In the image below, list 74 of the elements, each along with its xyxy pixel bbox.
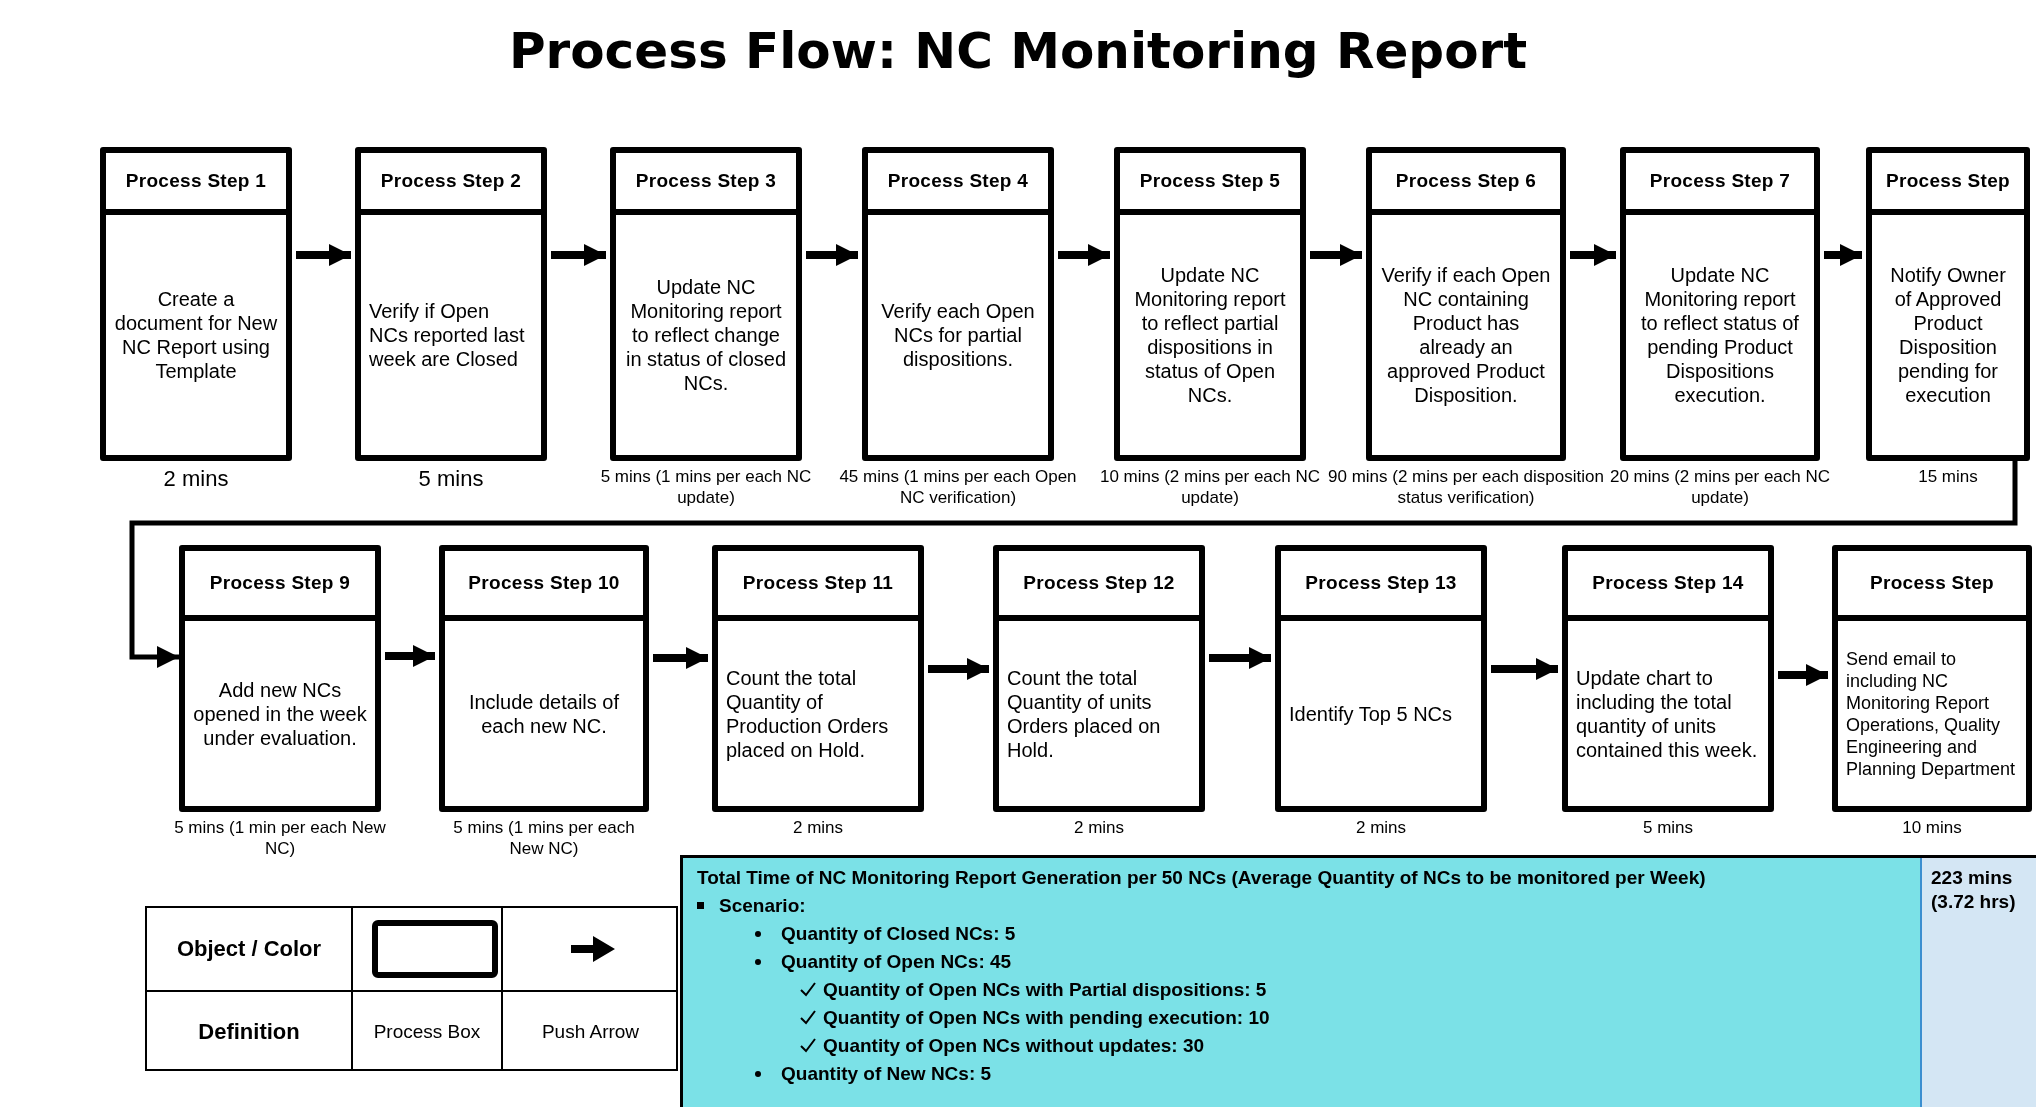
process-box [1275, 545, 1487, 812]
legend-label: Push Arrow [540, 1019, 641, 1044]
step-description: Create a document for New NC Report using Template [114, 287, 278, 383]
table-header: Definition [197, 1019, 301, 1044]
step-description: Include details of each new NC. [467, 689, 621, 738]
duration-label: 10 mins [1901, 817, 1963, 838]
process-box [712, 545, 924, 812]
duration-label: 5 mins [1641, 817, 1695, 838]
step-title: Process Step [1886, 170, 2010, 192]
total-value: 223 mins (3.72 hrs) [1931, 866, 2017, 914]
step-description: Add new NCs opened in the week under evaluation. [193, 677, 367, 750]
step-title: Process Step 13 [1305, 572, 1457, 594]
process-box [1366, 147, 1566, 461]
summary-heading: Total Time of NC Monitoring Report Generation per 50 NCs (Average Quantity of NCs to be monitored per Week) [697, 866, 1706, 890]
process-box [862, 147, 1054, 461]
process-box [1114, 147, 1306, 461]
step-description: Send email to including NC Monitoring Report Operations, Quality Engineering and Planning Department [1846, 647, 2017, 780]
process-box [1620, 147, 1820, 461]
step-description: Count the total Quantity of units Orders placed on Hold. [1007, 665, 1162, 762]
duration-label: 2 mins [1072, 817, 1126, 838]
process-box [610, 147, 802, 461]
diagram-title: Process Flow: NC Monitoring Report [507, 22, 1529, 80]
duration-label: 10 mins (2 mins per each NC update) [1098, 466, 1322, 508]
legend-label: Process Box [372, 1019, 482, 1044]
duration-label: 5 mins (1 mins per each New NC) [452, 817, 636, 859]
step-description: Update NC Monitoring report to reflect partial dispositions in status of Open NCs. [1133, 263, 1287, 407]
step-description: Count the total Quantity of Production Orders placed on Hold. [726, 665, 890, 762]
step-description: Identify Top 5 NCs [1289, 701, 1454, 726]
duration-label: 45 mins (1 mins per each Open NC verification) [838, 466, 1078, 508]
duration-label: 2 mins [1354, 817, 1408, 838]
step-title: Process Step 2 [380, 170, 522, 192]
process-box [1832, 545, 2032, 812]
step-title: Process Step 4 [887, 170, 1029, 192]
push-arrow [129, 461, 2018, 668]
step-description: Verify if Open NCs reported last week are Closed [369, 299, 526, 371]
duration-label: 15 mins [1917, 466, 1979, 487]
step-title: Process Step 5 [1139, 170, 1281, 192]
duration-label: 2 mins [791, 817, 845, 838]
step-description: Verify if each Open NC containing Product has already an approved Product Disposition. [1380, 263, 1552, 407]
step-title: Process Step 6 [1395, 170, 1537, 192]
step-title: Process Step 11 [742, 572, 894, 594]
process-box [439, 545, 649, 812]
process-box [355, 147, 547, 461]
step-description: Update chart to including the total quantity of units contained this week. [1576, 665, 1759, 762]
process-box [179, 545, 381, 812]
step-description: Update NC Monitoring report to reflect status of pending Product Dispositions execution. [1640, 263, 1800, 407]
process-box [100, 147, 292, 461]
duration-label: 5 mins (1 mins per each NC update) [599, 466, 813, 508]
duration-label: 2 mins [162, 466, 230, 492]
step-title: Process Step 3 [635, 170, 777, 192]
step-description: Update NC Monitoring report to reflect change in status of closed NCs. [624, 275, 788, 395]
step-title: Process Step 14 [1592, 572, 1744, 594]
step-description: Notify Owner of Approved Product Disposition pending for execution [1889, 263, 2007, 407]
process-box [1866, 147, 2030, 461]
scenario-item: Quantity of Closed NCs: 5 [781, 922, 1016, 946]
table-header: Object / Color [175, 937, 323, 961]
step-title: Process Step 10 [468, 572, 620, 594]
step-title: Process Step [1870, 572, 1994, 594]
scenario-item: Scenario: [719, 894, 806, 918]
scenario-item: Quantity of Open NCs with pending execution: 10 [823, 1006, 1270, 1030]
duration-label: 5 mins (1 min per each New NC) [173, 817, 387, 859]
scenario-item: Quantity of Open NCs with Partial dispositions: 5 [823, 978, 1267, 1002]
step-description: Verify each Open NCs for partial dispositions. [880, 299, 1036, 371]
scenario-item: Quantity of New NCs: 5 [781, 1062, 992, 1086]
step-title: Process Step 1 [125, 170, 267, 192]
duration-label: 20 mins (2 mins per each NC update) [1608, 466, 1832, 508]
step-title: Process Step 9 [209, 572, 351, 594]
scenario-item: Quantity of Open NCs: 45 [781, 950, 1012, 974]
duration-label: 5 mins [417, 466, 485, 492]
step-title: Process Step 12 [1023, 572, 1175, 594]
scenario-item: Quantity of Open NCs without updates: 30 [823, 1034, 1205, 1058]
process-box [1562, 545, 1774, 812]
step-title: Process Step 7 [1649, 170, 1791, 192]
process-box [993, 545, 1205, 812]
